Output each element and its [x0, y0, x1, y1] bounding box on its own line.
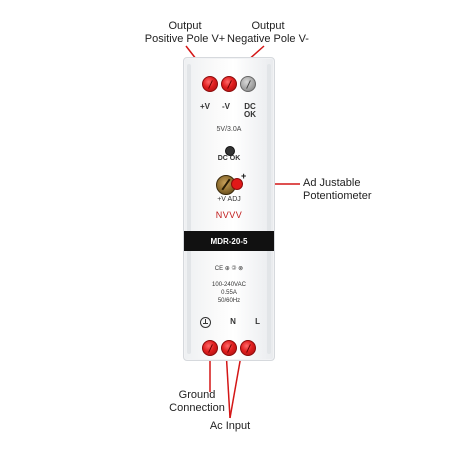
model-band: MDR-20-5	[184, 231, 274, 251]
callout-output-positive-line1: Output	[168, 20, 202, 32]
label-minus-v: -V	[221, 102, 230, 111]
v-adj-label: +V ADJ	[217, 196, 241, 203]
callout-output-negative-line1: Output	[251, 20, 285, 32]
left-rib	[187, 64, 191, 354]
output-positive-terminal[interactable]	[202, 76, 218, 92]
output-negative-terminal[interactable]	[221, 76, 237, 92]
output-labels: +V -V DC OK	[194, 103, 264, 119]
callout-output-negative-line2: Negative Pole V-	[227, 33, 309, 45]
input-terminals	[202, 340, 256, 360]
brand-logo: NVVV	[215, 210, 243, 220]
label-plus-v: +V	[199, 102, 210, 111]
callout-potentiometer-line2: Potentiometer	[303, 190, 372, 202]
rating-label: 5V/3.0A	[216, 126, 242, 133]
callout-output-positive: Output Positive Pole V+	[140, 20, 230, 46]
potentiometer-marker	[231, 178, 243, 190]
ground-icon	[200, 317, 211, 328]
input-labels: N L	[200, 317, 260, 328]
callout-potentiometer: Ad Justable Potentiometer	[303, 177, 371, 203]
label-dc-ok: DC OK	[243, 102, 256, 119]
callout-ground-line2: Connection	[169, 402, 225, 414]
neutral-terminal[interactable]	[221, 340, 237, 356]
callout-ground: Ground Connection	[164, 389, 230, 415]
dc-ok-label: DC OK	[217, 155, 241, 162]
callout-ac-input: Ac Input	[200, 420, 260, 433]
callout-ac-input-line1: Ac Input	[209, 420, 251, 432]
callout-output-negative: Output Negative Pole V-	[220, 20, 316, 46]
line-terminal[interactable]	[240, 340, 256, 356]
power-supply-module: +V -V DC OK 5V/3.0A DC OK + +V ADJ NVVV …	[183, 57, 275, 361]
certification-marks: CE ⊕ 🄯 ⊗	[214, 266, 244, 272]
output-terminals	[202, 76, 256, 96]
callout-ground-line1: Ground	[178, 389, 216, 401]
ground-terminal[interactable]	[202, 340, 218, 356]
model-number: MDR-20-5	[210, 236, 248, 246]
dc-ok-led	[225, 146, 235, 156]
right-rib	[267, 64, 271, 354]
input-voltage: 100-240VAC	[212, 282, 246, 288]
callout-potentiometer-line1: Ad Justable	[303, 177, 361, 189]
adj-plus-sign: +	[241, 171, 247, 181]
label-neutral: N	[230, 317, 236, 326]
input-current: 0.55A	[221, 290, 237, 296]
dc-ok-terminal[interactable]	[240, 76, 256, 92]
label-line: L	[255, 317, 260, 326]
input-frequency: 50/60Hz	[217, 298, 241, 304]
callout-output-positive-line2: Positive Pole V+	[144, 33, 226, 45]
